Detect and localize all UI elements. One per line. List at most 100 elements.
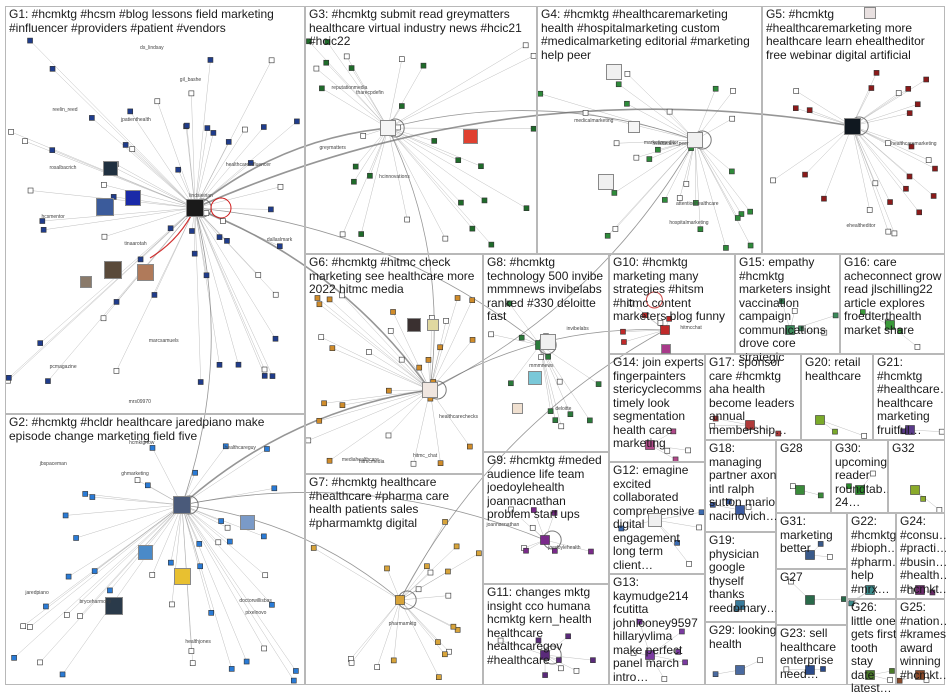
g8-profile-picture[interactable]	[540, 334, 556, 350]
node-label: healthcareguy	[225, 445, 256, 451]
node-label: pcmagazine	[50, 364, 77, 370]
node-label: deloitte	[555, 406, 571, 412]
g4-profile-picture[interactable]	[598, 174, 614, 190]
g3-profile-picture[interactable]	[463, 129, 478, 144]
node-label: medicalmarketing	[574, 118, 613, 124]
group-box-g28: G28	[776, 440, 831, 513]
g4-profile-picture[interactable]	[687, 132, 703, 148]
g1-profile-picture[interactable]	[103, 161, 118, 176]
g1-profile-picture[interactable]	[186, 199, 204, 217]
g1-profile-picture[interactable]	[137, 264, 154, 281]
node-label: healthjones	[185, 639, 211, 645]
group-label-g13: G13: kaymudge214 fcutitta johnlooney9597…	[613, 576, 704, 684]
group-box-g13: G13: kaymudge214 fcutitta johnlooney9597…	[609, 574, 705, 685]
group-label-g26: G26: little one gets first tooth stay da…	[851, 601, 897, 696]
group-box-g30: G30: upcoming reader roundtab… 24…	[831, 440, 888, 513]
g2-profile-picture[interactable]	[240, 515, 255, 530]
g1-profile-picture[interactable]	[104, 261, 122, 279]
group-label-g8: G8: #hcmktg technology 500 invibe mmmnew…	[487, 256, 607, 324]
node-label: joedoylehealth	[548, 545, 580, 551]
node-label: marcsamuels	[149, 338, 179, 344]
g8-profile-picture[interactable]	[512, 403, 523, 414]
group-box-g25: G25: #nation… #krames award winning #hcm…	[896, 599, 945, 685]
group-label-g28: G28	[780, 442, 830, 456]
node-label: tinaarotah	[124, 241, 146, 247]
group-label-g20: G20: retail healthcare	[805, 356, 873, 383]
g6-profile-picture[interactable]	[407, 318, 421, 332]
node-label: ehealtheditor	[847, 223, 876, 229]
group-box-g6: G6: #hcmktg #hitmc check marketing see h…	[305, 254, 483, 474]
g5-profile-picture[interactable]	[864, 7, 876, 19]
group-box-g22: G22: #hcmktg #bioph… #pharm… help #mrx…	[847, 513, 896, 599]
group-box-g31: G31: marketing better	[776, 513, 847, 569]
group-label-g22: G22: #hcmktg #bioph… #pharm… help #mrx…	[851, 515, 897, 596]
node-label: ghmarketing	[121, 471, 149, 477]
group-label-g30: G30: upcoming reader roundtab… 24…	[835, 442, 889, 510]
node-label: healthcaremarketing	[891, 141, 936, 147]
group-box-g21: G21: #hcmktg #healthcare… healthcare mar…	[873, 354, 945, 440]
group-label-g1: G1: #hcmktg #hcsm #blog lessons field ma…	[9, 8, 299, 35]
g10-profile-picture[interactable]	[661, 344, 671, 354]
group-box-g14: G14: join experts fingerpainters stericy…	[609, 354, 705, 462]
g1-profile-picture[interactable]	[80, 276, 92, 288]
node-label: doctorwillisbas	[239, 598, 272, 604]
g5-profile-picture[interactable]	[844, 118, 861, 135]
group-label-g10: G10: #hcmktg marketing many strategies #…	[613, 256, 733, 324]
node-label: gil_bashe	[180, 77, 201, 83]
node-label: dallaslmark	[267, 237, 292, 243]
g8-profile-picture[interactable]	[528, 371, 542, 385]
group-label-g21: G21: #hcmktg #healthcare… healthcare mar…	[877, 356, 945, 437]
node-label: mediahealthcare	[342, 457, 379, 463]
group-box-g26: G26: little one gets first tooth stay da…	[847, 599, 896, 685]
group-label-g5: G5: #hcmktg #healthcaremarketing more he…	[766, 8, 944, 62]
group-box-g20: G20: retail healthcare	[801, 354, 873, 440]
group-box-g1: G1: #hcmktg #hcsm #blog lessons field ma…	[5, 6, 305, 414]
g6-profile-picture[interactable]	[427, 319, 439, 331]
group-label-g14: G14: join experts fingerpainters stericy…	[613, 356, 704, 451]
node-label: jpatienthealth	[121, 117, 151, 123]
g4-profile-picture[interactable]	[606, 64, 622, 80]
g6-profile-picture[interactable]	[422, 382, 438, 398]
node-label: bryceharmony	[80, 599, 112, 605]
g2-profile-picture[interactable]	[138, 545, 153, 560]
group-label-g23: G23: sell healthcare enterprise need…	[780, 627, 848, 681]
group-box-g7: G7: #hcmktg healthcare #healthcare #phar…	[305, 474, 483, 685]
node-label: tharecpdefin	[356, 90, 384, 96]
g12-profile-picture[interactable]	[648, 513, 662, 527]
g1-profile-picture[interactable]	[96, 198, 114, 216]
node-label: reelin_reed	[53, 107, 78, 113]
group-label-g4: G4: #hcmktg #healthcaremarketing health …	[541, 8, 761, 62]
node-label: jbspaceman	[40, 461, 67, 467]
node-label: hcmktgnow	[129, 440, 154, 446]
group-label-g2: G2: #hcmktg #hcldr healthcare jaredpiano…	[9, 416, 299, 443]
g3-profile-picture[interactable]	[380, 120, 396, 136]
node-label: lindsieirian	[189, 193, 213, 199]
group-label-g19: G19: physician google thyself thanks ree…	[709, 534, 777, 615]
node-label: mmmnews	[529, 363, 553, 369]
group-label-g29: G29: looking health	[709, 624, 777, 651]
group-label-g31: G31: marketing better	[780, 515, 848, 556]
node-label: greymatters	[320, 145, 346, 151]
node-label: rosalbacrich	[49, 165, 76, 171]
node-label: hospitalmarketing	[669, 220, 708, 226]
g2-profile-picture[interactable]	[174, 568, 191, 585]
group-label-g18: G18: managing partner axon intl ralph su…	[709, 442, 777, 523]
group-box-g16: G16: care acheconnect grow read jlschill…	[840, 254, 945, 354]
group-label-g25: G25: #nation… #krames award winning #hcm…	[900, 601, 946, 682]
node-label: mrs09970	[129, 399, 151, 405]
group-label-g11: G11: changes mktg insight cco humana hcm…	[487, 586, 607, 667]
group-label-g27: G27	[780, 571, 848, 585]
node-label: healthcareinfluencer	[226, 162, 271, 168]
node-label: attentionhealthcare	[676, 201, 719, 207]
g2-profile-picture[interactable]	[173, 496, 191, 514]
group-box-g29: G29: looking health	[705, 622, 776, 685]
group-label-g24: G24: #consu… #practi… #busin… #health… #…	[900, 515, 946, 596]
group-box-g23: G23: sell healthcare enterprise need…	[776, 625, 847, 685]
group-box-g4: G4: #hcmktg #healthcaremarketing health …	[537, 6, 762, 254]
group-label-g15: G15: empathy #hcmktg marketers insight v…	[739, 256, 839, 364]
g1-profile-picture[interactable]	[125, 190, 141, 206]
group-box-g11: G11: changes mktg insight cco humana hcm…	[483, 584, 609, 685]
group-box-g18: G18: managing partner axon intl ralph su…	[705, 440, 776, 532]
g4-profile-picture[interactable]	[628, 121, 640, 133]
node-label: hitmcchat	[680, 325, 701, 331]
